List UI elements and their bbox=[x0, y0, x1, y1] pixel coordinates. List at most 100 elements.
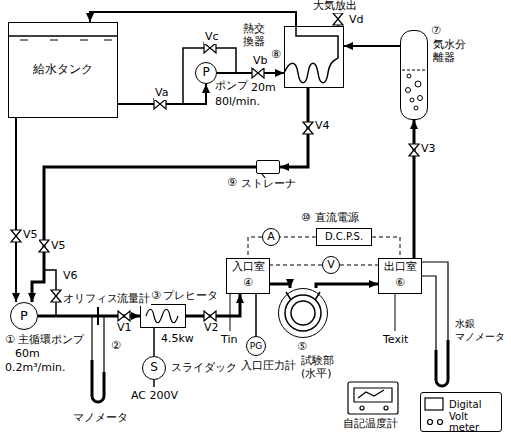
node-text: 熱交換器 bbox=[243, 23, 271, 48]
test-section-coil bbox=[286, 292, 320, 300]
orifice-plate bbox=[97, 307, 99, 325]
orifice-plate bbox=[97, 307, 99, 325]
pipe-connector bbox=[413, 120, 416, 258]
valve-symbols bbox=[333, 13, 343, 25]
valve-symbols bbox=[204, 311, 216, 321]
callout-label: V1 bbox=[116, 322, 133, 335]
mercury-manometer bbox=[422, 262, 448, 386]
node-text: 気水分離器 bbox=[433, 39, 471, 64]
part-label: ポンプ bbox=[214, 80, 249, 93]
thermocouple-wires bbox=[230, 294, 231, 331]
node-text: ストレーナ bbox=[241, 178, 296, 191]
callout-label: V2 bbox=[203, 322, 220, 335]
pipe-connector bbox=[280, 88, 308, 167]
part-label: マノメータ bbox=[72, 412, 129, 425]
separator-bubbles bbox=[410, 98, 414, 102]
callout-label: ⑩ bbox=[300, 212, 312, 225]
callout-label: Vc bbox=[204, 31, 220, 44]
thermocouple-wires bbox=[230, 294, 395, 331]
node-text: P bbox=[20, 309, 28, 324]
wire-connector bbox=[372, 237, 400, 258]
part-label: 0.2m³/min. bbox=[4, 362, 67, 375]
orifice-manometer bbox=[92, 316, 104, 402]
pipe-connector bbox=[153, 328, 155, 356]
test-section-coil bbox=[285, 292, 321, 331]
part-label: オリフィス bbox=[62, 293, 119, 306]
thermocouple-wires bbox=[395, 294, 396, 331]
separator-bubbles bbox=[415, 81, 421, 87]
node-text: 出口室 bbox=[384, 261, 417, 274]
pipe-connector bbox=[15, 118, 17, 302]
wire-connector bbox=[270, 265, 322, 266]
pipe-connector bbox=[316, 284, 378, 288]
part-label: 流量計 bbox=[116, 293, 151, 306]
callout-label: V3 bbox=[420, 143, 437, 156]
node-text: ⑦ bbox=[431, 25, 441, 38]
tank-water-line bbox=[20, 40, 112, 41]
ac-supply-line bbox=[153, 380, 155, 387]
part-label: 自記温度計 bbox=[342, 418, 399, 431]
preheater: プレヒータ bbox=[140, 304, 186, 328]
pipe-connector bbox=[344, 45, 400, 47]
mercury-manometer bbox=[422, 262, 448, 386]
callout-label: Vd bbox=[348, 14, 365, 27]
valve-symbols bbox=[11, 230, 21, 242]
test-section-coil bbox=[291, 301, 315, 325]
temperature-recorder bbox=[384, 406, 388, 410]
separator-bubbles bbox=[402, 70, 426, 110]
test-section-coil bbox=[285, 295, 321, 331]
voltmeter-display bbox=[428, 420, 433, 425]
callout-label: V6 bbox=[62, 270, 79, 283]
part-label: Tin bbox=[220, 334, 238, 347]
valve-symbols bbox=[303, 122, 313, 134]
part-label: 大気放出 bbox=[312, 0, 358, 13]
heat-exchanger-coil bbox=[284, 27, 338, 83]
wire-connector bbox=[340, 265, 378, 266]
wire-connector bbox=[280, 237, 316, 238]
callout-label: ② bbox=[110, 340, 122, 353]
test-section: ⑤試験部 (水平) bbox=[278, 288, 328, 338]
separator-bubbles bbox=[402, 70, 426, 71]
valve-symbols bbox=[252, 68, 264, 78]
separator-bubbles bbox=[406, 88, 411, 93]
node-text: Digital Volt meter bbox=[449, 399, 501, 434]
callout-label: ③ bbox=[150, 290, 162, 303]
node-text: ⑤ bbox=[297, 341, 307, 354]
node-text: D.C.P.S. bbox=[325, 231, 363, 243]
temperature-recorder bbox=[354, 388, 392, 402]
voltmeter: V bbox=[322, 256, 340, 274]
node-text: V bbox=[327, 259, 335, 272]
valve-symbols bbox=[39, 240, 49, 252]
part-label: 60m bbox=[14, 348, 41, 361]
callout-label: Vb bbox=[252, 55, 269, 68]
node-text: P bbox=[202, 66, 209, 80]
slidac: S bbox=[142, 356, 166, 380]
ammeter: A bbox=[262, 228, 280, 246]
mercury-manometer bbox=[436, 340, 448, 386]
valve-symbols bbox=[118, 311, 130, 321]
preheater-coil bbox=[146, 309, 178, 323]
pipe-connector bbox=[118, 84, 206, 104]
voltmeter-display bbox=[425, 398, 443, 425]
valve-symbols bbox=[204, 43, 216, 53]
node-text: プレヒータ bbox=[163, 290, 218, 303]
main-pump: P bbox=[10, 302, 38, 330]
dc-power-supply: D.C.P.S. bbox=[316, 228, 372, 246]
outlet-chamber: 出口室⑥ bbox=[378, 258, 422, 294]
callout-label: Va bbox=[154, 87, 169, 100]
callout-label: V4 bbox=[314, 120, 331, 133]
valve-symbols bbox=[154, 99, 166, 109]
node-text: A bbox=[267, 231, 275, 244]
inlet-chamber: 入口室④ bbox=[226, 258, 270, 294]
callout-label: V5 bbox=[50, 240, 67, 253]
part-label: Texit bbox=[382, 334, 409, 347]
part-label: 4.5kw bbox=[160, 333, 195, 346]
node-text: 入口室 bbox=[232, 261, 265, 274]
temperature-recorder bbox=[360, 406, 364, 410]
voltmeter-display bbox=[425, 398, 443, 410]
feed-water-tank: 給水タンク bbox=[8, 22, 118, 118]
node-text: 給水タンク bbox=[33, 63, 93, 77]
part-label: マノメータ bbox=[454, 331, 506, 343]
pipe-connector bbox=[217, 72, 284, 74]
part-label: 80l/min. bbox=[214, 96, 261, 109]
